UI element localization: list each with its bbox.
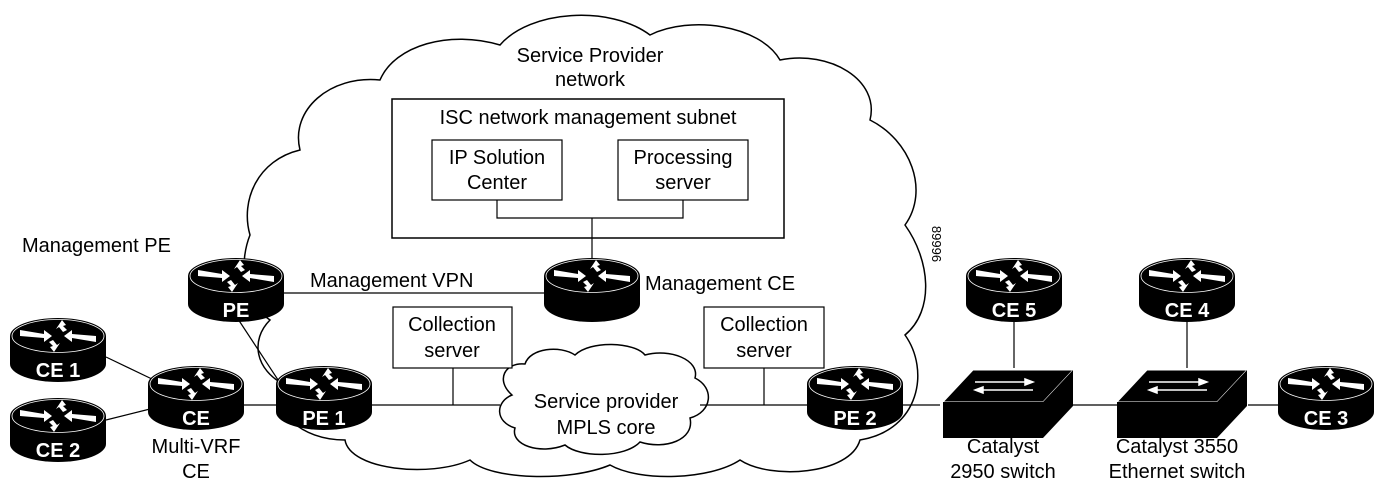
- router-label-ce5: CE 5: [992, 300, 1036, 322]
- router-label-ce3: CE 3: [1304, 408, 1348, 430]
- collection-left-line2: server: [424, 340, 480, 362]
- switch-catalyst-3550: [1116, 369, 1248, 439]
- figure-id: 89996: [929, 226, 944, 262]
- collection-left-line1: Collection: [408, 314, 496, 336]
- router-label-pe2: PE 2: [833, 408, 876, 430]
- processing-label-line2: server: [655, 172, 711, 194]
- multi-vrf-label-line1: Multi-VRF: [152, 436, 241, 458]
- catalyst-2950-label-line2: 2950 switch: [950, 461, 1056, 483]
- collection-right-line2: server: [736, 340, 792, 362]
- isc-label-line1: IP Solution: [449, 147, 545, 169]
- management-pe-label: Management PE: [22, 235, 171, 257]
- core-label-line2: MPLS core: [557, 417, 656, 439]
- cloud-title-line1: Service Provider: [517, 45, 664, 67]
- processing-server-box: [617, 139, 749, 201]
- management-vpn-label: Management VPN: [310, 270, 473, 292]
- cloud-title-line2: network: [555, 69, 626, 91]
- catalyst-2950-label-line1: Catalyst: [967, 436, 1040, 458]
- router-management-ce: [543, 257, 641, 323]
- management-ce-label: Management CE: [645, 273, 795, 295]
- router-label-pe1: PE 1: [302, 408, 345, 430]
- catalyst-3550-label-line2: Ethernet switch: [1109, 461, 1246, 483]
- router-label-ce: CE: [182, 408, 210, 430]
- router-label-ce1: CE 1: [36, 360, 80, 382]
- switch-catalyst-2950: [942, 369, 1074, 439]
- subnet-title: ISC network management subnet: [440, 107, 737, 129]
- core-label-line1: Service provider: [534, 391, 679, 413]
- mpls-core-cloud: [498, 343, 710, 456]
- collection-server-left-box: [392, 306, 513, 369]
- isc-subnet-box: [391, 98, 785, 239]
- processing-label-line1: Processing: [634, 147, 733, 169]
- multi-vrf-label-line2: CE: [182, 461, 210, 483]
- collection-right-line1: Collection: [720, 314, 808, 336]
- connection-lines: [105, 200, 1280, 421]
- catalyst-3550-label-line1: Catalyst 3550: [1116, 436, 1238, 458]
- ip-solution-center-box: [431, 139, 563, 201]
- collection-server-right-box: [703, 306, 825, 369]
- router-label-pe: PE: [223, 300, 250, 322]
- isc-label-line2: Center: [467, 172, 527, 194]
- router-label-ce4: CE 4: [1165, 300, 1210, 322]
- router-label-ce2: CE 2: [36, 440, 80, 462]
